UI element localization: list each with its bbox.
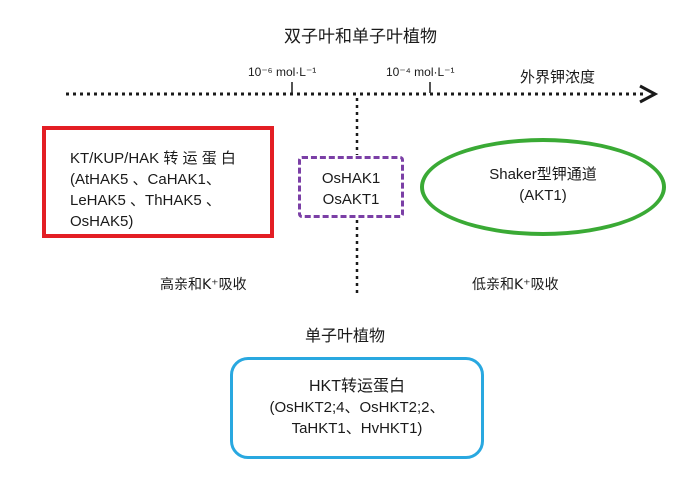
tick-label-high-affinity: 10⁻⁶ mol·L⁻¹ [248,65,317,79]
shaker-channel-ellipse: Shaker型钾通道 (AKT1) [420,138,666,236]
kt-line-4: OsHAK5) [70,213,134,230]
tick-label-low-affinity: 10⁻⁴ mol·L⁻¹ [386,65,455,79]
shaker-line-1: Shaker型钾通道 [489,166,597,183]
shaker-line-2: (AKT1) [519,187,567,204]
high-affinity-label: 高亲和K⁺吸收 [160,277,247,293]
oshak-line-2: OsAKT1 [322,191,380,208]
hkt-box: HKT转运蛋白 (OsHKT2;4、OsHKT2;2、 TaHKT1、HvHKT… [230,357,484,459]
kt-kup-hak-box: KT/KUP/HAK 转 运 蛋 白 (AtHAK5 、CaHAK1、 LeHA… [42,126,274,238]
hkt-line-2: (OsHKT2;4、OsHKT2;2、 [269,399,445,416]
oshak-box: OsHAK1 OsAKT1 [298,156,404,218]
diagram-title: 双子叶和单子叶植物 [284,27,437,47]
axis-label: 外界钾浓度 [520,68,596,86]
hkt-line-1: HKT转运蛋白 [308,378,405,395]
monocot-title: 单子叶植物 [305,326,386,345]
kt-line-3: LeHAK5 、ThHAK5 、 [70,192,221,209]
low-affinity-label: 低亲和K⁺吸收 [472,277,559,293]
kt-line-2: (AtHAK5 、CaHAK1、 [70,171,221,188]
oshak-line-1: OsHAK1 [321,170,381,187]
kt-line-1: KT/KUP/HAK 转 运 蛋 白 [70,150,236,167]
hkt-line-3: TaHKT1、HvHKT1) [291,420,423,437]
axis-arrowhead [639,84,659,104]
